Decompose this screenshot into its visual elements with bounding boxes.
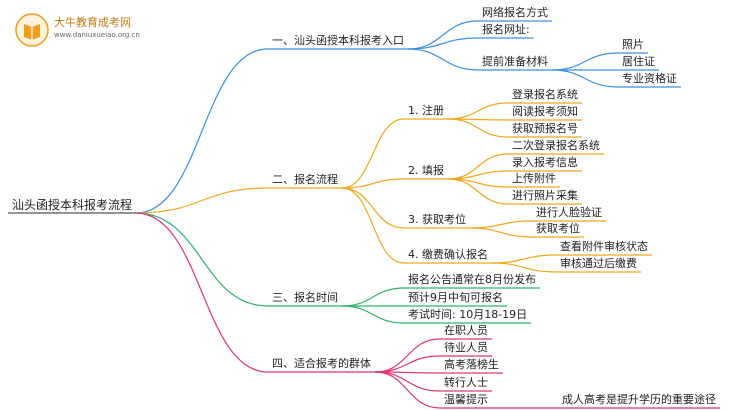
connector-43	[469, 220, 533, 229]
b1-sub-2: 居住证	[622, 55, 655, 68]
b4-tip: 成人高考是提升学历的重要途径	[562, 393, 716, 406]
connector-63	[374, 371, 441, 392]
b2-step-4-a: 查看附件审核状态	[560, 240, 648, 253]
b2-step-1-b: 阅读报考须知	[512, 105, 578, 118]
logo-name: 大牛教育成考网	[54, 16, 131, 29]
b4-item-2: 待业人员	[444, 341, 488, 354]
connector-57	[374, 338, 441, 373]
connector-3	[136, 187, 269, 214]
b2-step-1-c: 获取预报名号	[512, 122, 578, 135]
b1-sub-3: 专业资格证	[622, 72, 677, 85]
connector-65	[374, 371, 441, 409]
book-logo-icon	[15, 13, 49, 47]
b2-step-4-b: 审核通过后缴费	[560, 257, 637, 270]
branch-4-label: 四、适合报考的群体	[272, 357, 371, 370]
connector-59	[374, 355, 441, 373]
b2-step-3-b: 获取考位	[536, 222, 580, 235]
b2-step-4: 4. 缴费确认报名	[408, 248, 488, 261]
b4-item-5: 温馨提示	[444, 393, 488, 406]
connector-51	[341, 287, 405, 307]
b4-item-3: 高考落榜生	[444, 358, 499, 371]
b2-step-1: 1. 注册	[408, 104, 444, 117]
b3-item-3: 考试时间: 10月18-19日	[408, 308, 528, 321]
b2-step-2: 2. 填报	[408, 164, 444, 177]
branch-3-label: 三、报名时间	[272, 291, 338, 304]
connector-45	[469, 227, 533, 238]
connector-7	[136, 212, 269, 373]
connector-47	[491, 254, 557, 264]
connector-21	[341, 118, 405, 189]
connector-33	[447, 118, 509, 138]
logo-url: www.daniuxueiao.org.cn	[54, 31, 140, 39]
b2-step-3: 3. 获取考位	[408, 213, 466, 226]
connector-13	[407, 48, 479, 71]
connector-41	[447, 178, 509, 205]
root-title: 汕头函授本科报考流程	[12, 198, 133, 212]
b2-step-1-a: 登录报名系统	[512, 88, 578, 101]
logo: 大牛教育成考网 www.daniuxueiao.org.cn	[14, 12, 146, 48]
b2-step-2-a: 二次登录报名系统	[512, 139, 600, 152]
connector-9	[407, 20, 479, 50]
b3-item-2: 预计9月中旬可报名	[408, 291, 503, 304]
connector-55	[341, 305, 405, 324]
b1-item-2: 报名网址:	[482, 23, 530, 36]
connector-49	[491, 262, 557, 273]
connector-11	[407, 37, 479, 50]
b1-item-3: 提前准备材料	[482, 55, 548, 68]
b1-sub-1: 照片	[622, 38, 644, 51]
connector-23	[341, 178, 405, 189]
b2-step-2-b: 录入报考信息	[512, 156, 578, 169]
b4-item-1: 在职人员	[444, 324, 488, 337]
b1-item-1: 网络报名方式	[482, 6, 548, 19]
branch-2-label: 二、报名流程	[272, 173, 338, 186]
b3-item-1: 报名公告通常在8月份发布	[408, 273, 536, 286]
connector-1	[136, 48, 269, 214]
connector-25	[341, 187, 405, 229]
connector-27	[341, 187, 405, 264]
b2-step-2-c: 上传附件	[512, 172, 556, 185]
connector-15	[551, 52, 619, 71]
b4-item-4: 转行人士	[444, 376, 488, 389]
b2-step-3-a: 进行人脸验证	[536, 206, 602, 219]
connector-5	[136, 212, 269, 307]
connector-29	[447, 102, 509, 120]
b2-step-2-d: 进行照片采集	[512, 189, 578, 202]
branch-1-label: 一、汕头函授本科报考入口	[272, 34, 404, 47]
connector-19	[551, 69, 619, 88]
